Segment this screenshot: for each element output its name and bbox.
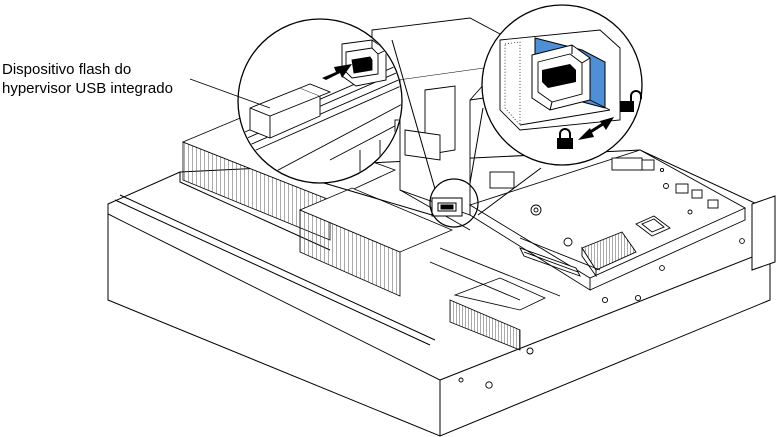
double-arrow-icon (578, 117, 614, 140)
callout-label-line-1: Dispositivo flash do (2, 61, 132, 78)
callout-label: Dispositivo flash do hypervisor USB inte… (2, 60, 173, 98)
magnifier-lines (306, 39, 542, 216)
magnifier-small-circle (429, 178, 479, 228)
magnifier-left (237, 18, 403, 184)
magnifier-right (481, 4, 643, 166)
air-baffle (371, 17, 576, 231)
padlock-open-icon (620, 90, 642, 112)
callout-label-line-2: hypervisor USB integrado (2, 80, 173, 97)
insert-arrow-icon (322, 64, 352, 80)
callout-leader-line (189, 78, 271, 109)
usb-connector-location (431, 197, 463, 217)
padlock-closed-icon (557, 128, 573, 149)
system-board (429, 149, 747, 301)
